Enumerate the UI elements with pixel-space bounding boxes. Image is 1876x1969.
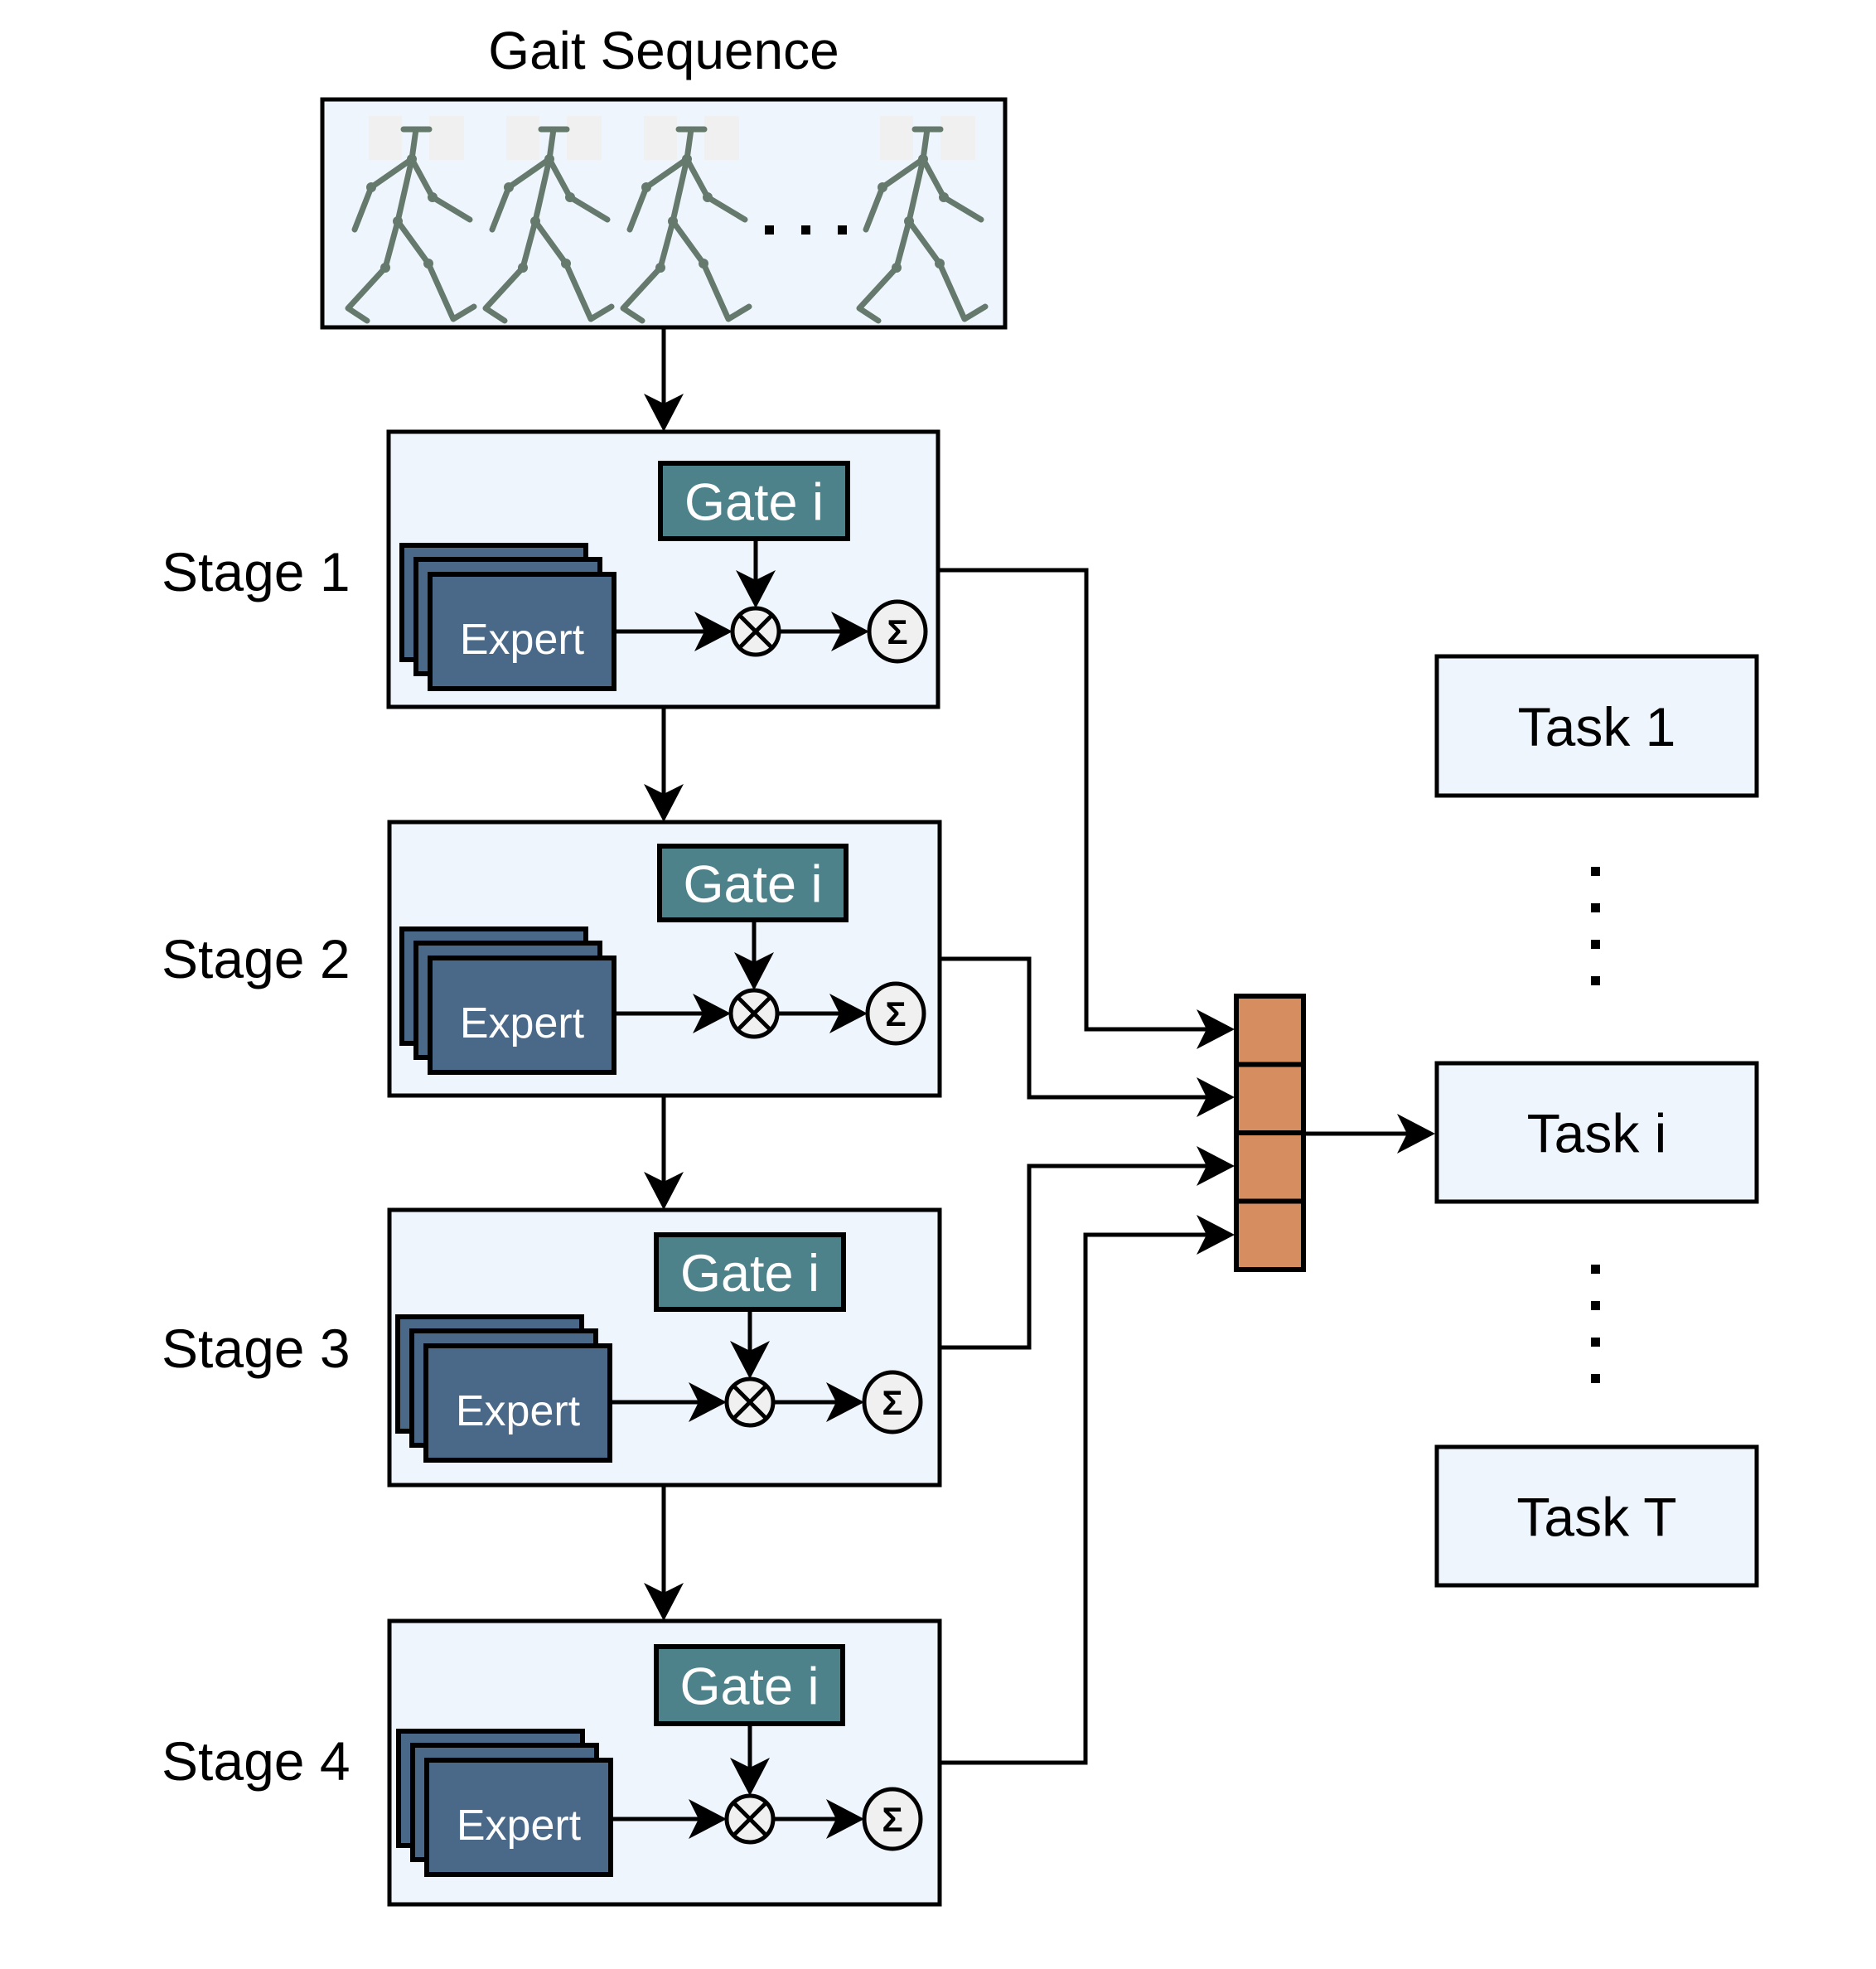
task-box-3: Task T	[1434, 1444, 1759, 1588]
concat-cell	[1234, 1130, 1306, 1204]
stage-1: Stage 1 Expert Gate i Σ	[162, 429, 940, 709]
stage-2-to-concat-connector	[940, 956, 1225, 1100]
gate-box: Gate i	[657, 844, 849, 922]
arrowhead	[694, 612, 733, 651]
expert-stack: Expert	[399, 926, 616, 1075]
gate-label: Gate i	[680, 1245, 820, 1303]
walking-figure-icon	[856, 116, 989, 324]
stage-4-to-concat-connector	[940, 1232, 1225, 1765]
arrowhead	[1197, 1215, 1235, 1255]
stage-label: Stage 4	[162, 1730, 351, 1792]
concat-cell	[1234, 1062, 1306, 1135]
task-label: Task T	[1516, 1487, 1676, 1548]
expert-label: Expert	[456, 1387, 581, 1435]
stage-2: Stage 2 Expert Gate i Σ	[162, 820, 942, 1098]
stage-1-to-concat-connector	[938, 568, 1225, 1032]
walking-figure-icon	[620, 116, 752, 324]
arrowhead	[829, 994, 868, 1033]
arrowhead	[831, 612, 869, 651]
arrowhead	[1197, 1009, 1235, 1049]
task-ellipsis-upper	[1591, 867, 1600, 985]
expert-card	[428, 572, 616, 691]
task-box-2: Task i	[1434, 1061, 1759, 1204]
vertical-flow-arrows	[644, 327, 684, 1621]
gate-label: Gate i	[683, 856, 822, 914]
arrowhead	[1397, 1114, 1435, 1154]
sum-operator-icon: Σ	[862, 1370, 923, 1434]
gate-box: Gate i	[658, 461, 850, 541]
task-ellipsis-lower	[1591, 1265, 1600, 1383]
gate-box: Gate i	[654, 1232, 846, 1312]
arrowhead	[1197, 1077, 1235, 1117]
multiply-operator-icon	[724, 1793, 776, 1845]
sum-operator-icon: Σ	[867, 599, 928, 664]
arrowhead	[1197, 1146, 1235, 1186]
expert-label: Expert	[460, 616, 585, 664]
flow-arrowhead	[644, 1583, 684, 1621]
gate-label: Gate i	[684, 474, 824, 532]
arrowhead	[689, 1382, 727, 1422]
task-label: Task i	[1527, 1103, 1667, 1164]
gait-sequence-box	[320, 97, 1008, 330]
gate-label: Gate i	[679, 1658, 819, 1716]
sum-symbol: Σ	[885, 994, 906, 1033]
arrowhead	[730, 1341, 770, 1379]
task-label: Task 1	[1518, 696, 1676, 757]
concat-feature-bar	[1234, 994, 1306, 1272]
expert-stack: Expert	[396, 1729, 613, 1877]
multiply-operator-icon	[728, 988, 780, 1039]
expert-stack: Expert	[395, 1314, 612, 1463]
expert-stack: Expert	[399, 543, 616, 691]
task-box-1: Task 1	[1434, 654, 1759, 798]
concat-cell	[1234, 994, 1306, 1067]
arrowhead	[693, 994, 731, 1033]
walking-figure-icon	[482, 116, 615, 324]
arrowhead	[826, 1382, 864, 1422]
arrowhead	[689, 1799, 727, 1839]
gate-box: Gate i	[654, 1644, 845, 1726]
concat-cell	[1234, 1198, 1306, 1272]
stick-figures	[345, 116, 989, 324]
expert-label: Expert	[457, 1802, 582, 1850]
stage-4: Stage 4 Expert Gate i Σ	[162, 1618, 942, 1907]
arrowhead	[734, 952, 774, 990]
flow-arrowhead	[644, 784, 684, 822]
stage-label: Stage 3	[162, 1318, 351, 1379]
expert-card	[424, 1758, 613, 1877]
sum-operator-icon: Σ	[862, 1787, 923, 1851]
arrowhead	[736, 570, 776, 608]
arrowhead	[730, 1758, 770, 1796]
multiply-operator-icon	[724, 1376, 776, 1428]
flow-arrowhead	[644, 394, 684, 432]
sum-operator-icon: Σ	[865, 981, 926, 1046]
ellipsis-dots	[765, 225, 847, 235]
sum-symbol: Σ	[882, 1800, 902, 1839]
stage-3: Stage 3 Expert Gate i Σ	[162, 1207, 942, 1488]
expert-card	[423, 1343, 612, 1463]
arrowhead	[826, 1799, 864, 1839]
multiply-operator-icon	[730, 606, 781, 657]
stage-3-to-concat-connector	[940, 1164, 1225, 1350]
gait-sequence-title: Gait Sequence	[488, 21, 839, 80]
expert-label: Expert	[460, 999, 585, 1047]
stage-label: Stage 2	[162, 928, 351, 989]
sum-symbol: Σ	[882, 1383, 902, 1422]
walking-figure-icon	[345, 116, 477, 324]
flow-arrowhead	[644, 1172, 684, 1210]
stage-label: Stage 1	[162, 541, 351, 602]
stage-connectors	[938, 568, 1235, 1765]
sum-symbol: Σ	[887, 612, 907, 651]
tasks: Task 1 Task i Task T	[1434, 654, 1759, 1588]
